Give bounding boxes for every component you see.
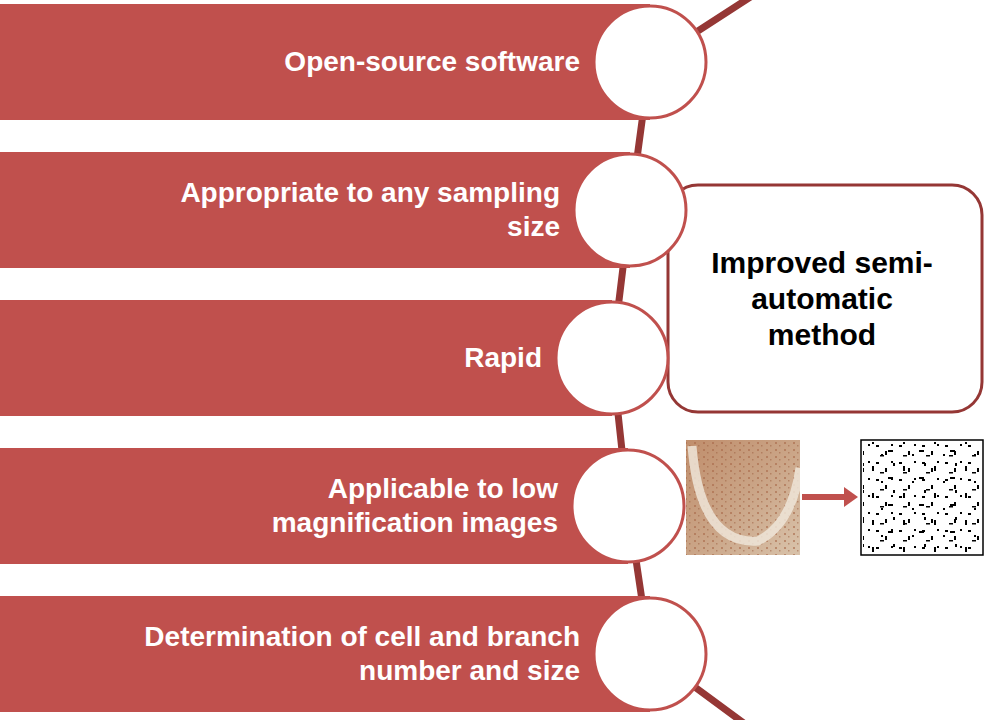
spine-circle (594, 598, 706, 710)
spine-circle (574, 154, 686, 266)
feature-label: Determination of cell and branch number … (130, 620, 580, 687)
method-title: Improved semi-automatic method (702, 245, 942, 353)
feature-bar: Applicable to low magnification images (0, 448, 572, 564)
spine-circle (594, 6, 706, 118)
feature-bar: Appropriate to any sampling size (0, 152, 574, 268)
binary-specks (863, 442, 981, 553)
spine-circle (556, 302, 668, 414)
feature-bar: Determination of cell and branch number … (0, 596, 594, 712)
feature-label: Rapid (464, 341, 542, 375)
micrograph-arc (692, 446, 800, 541)
micrograph-texture (686, 440, 800, 555)
feature-label: Applicable to low magnification images (258, 472, 558, 539)
binary-image (861, 440, 983, 555)
method-box-outline (668, 185, 982, 412)
spine-circle (572, 450, 684, 562)
method-box: Improved semi-automatic method (688, 185, 956, 412)
micrograph-photo (686, 440, 800, 555)
feature-label: Open-source software (284, 45, 580, 79)
binary-specks (863, 442, 981, 553)
arrow-head (844, 487, 858, 507)
feature-bar: Open-source software (0, 4, 594, 120)
feature-bar: Rapid (0, 300, 556, 416)
feature-label: Appropriate to any sampling size (160, 176, 560, 243)
arrow-shaft (802, 494, 846, 500)
micrograph-photo (686, 440, 800, 555)
